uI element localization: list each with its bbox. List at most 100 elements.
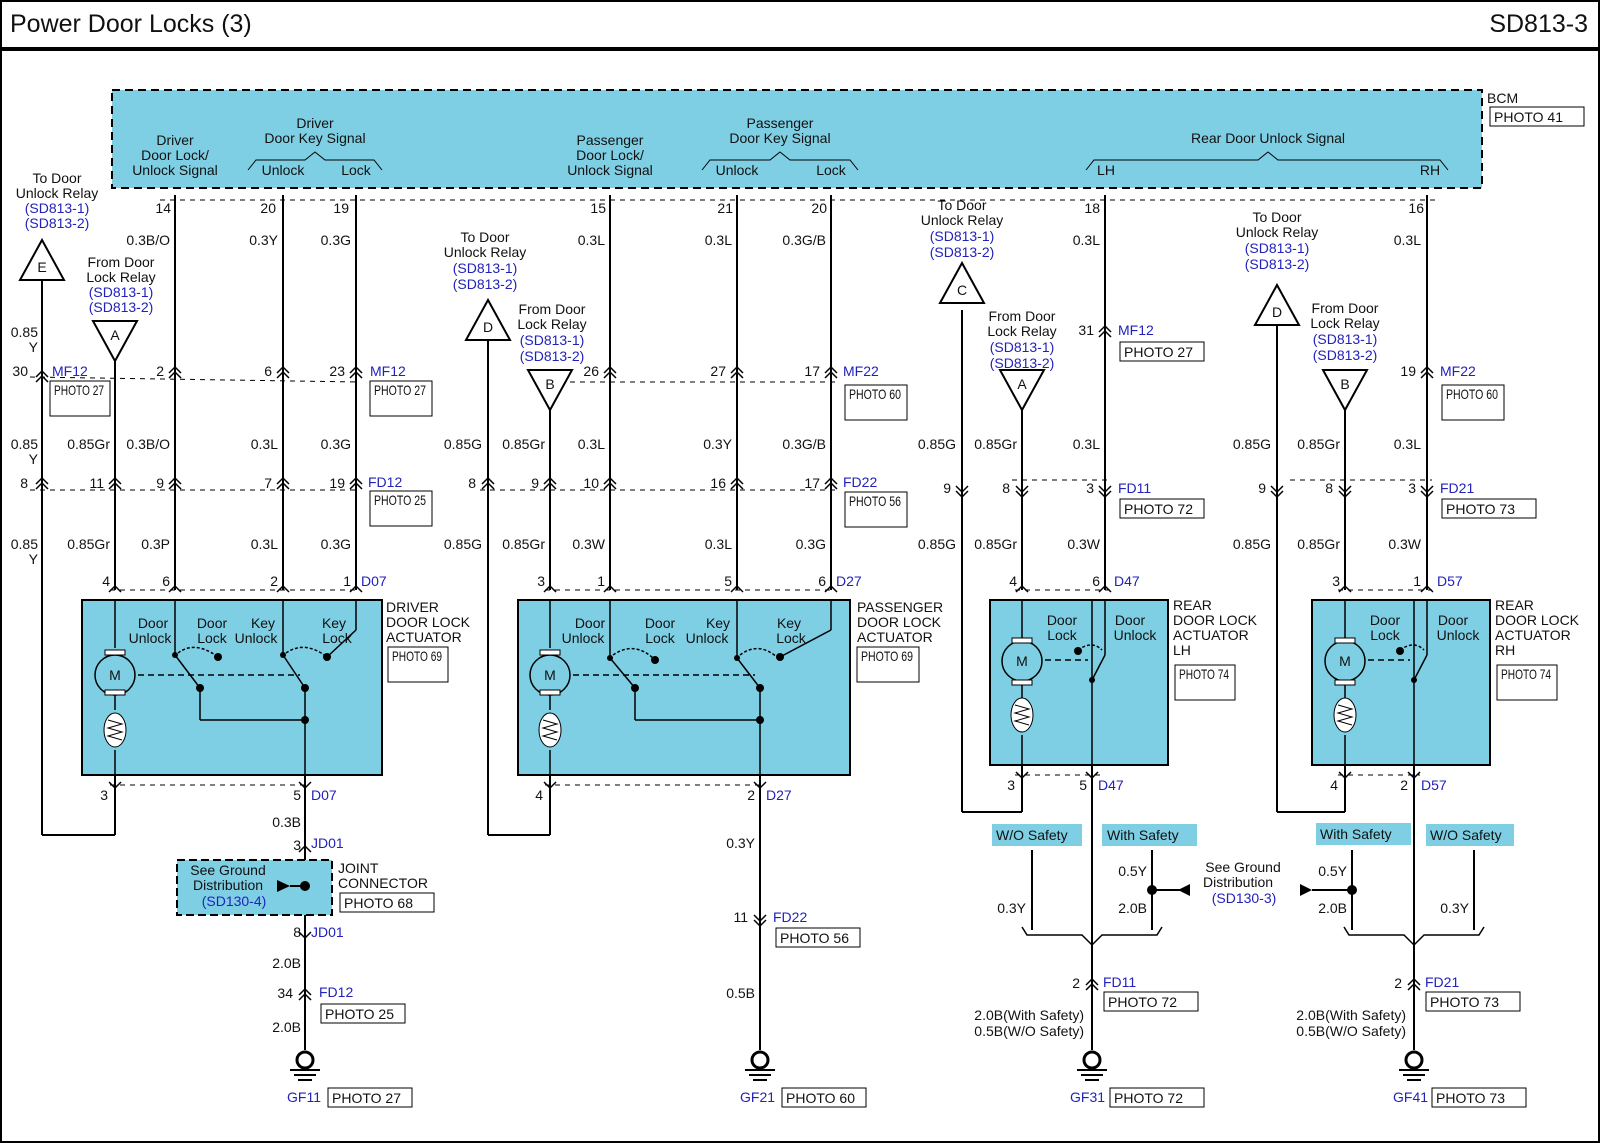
- refs-to_unlock_relay-1: Unlock Relay: [921, 212, 1003, 228]
- connectors-fd12: FD12: [368, 474, 402, 490]
- pins-f4: 4: [535, 787, 543, 803]
- photos-p74: PHOTO 74: [1179, 666, 1229, 682]
- wires-w20b: 2.0B: [272, 955, 301, 971]
- rear-rh-label: RH: [1420, 162, 1440, 178]
- passenger-key-signal-l2: Door Key Signal: [729, 130, 830, 146]
- refs-sd2: (SD813-2): [25, 215, 90, 231]
- pins-p8d: 8: [1325, 480, 1333, 496]
- switch_labels-key: Key: [251, 615, 275, 631]
- photos-p27: PHOTO 27: [332, 1090, 401, 1106]
- refs-from_lock_relay-0: From Door: [519, 301, 586, 317]
- photos-p69: PHOTO 69: [392, 648, 442, 664]
- wires-w7: 0.3L: [1073, 232, 1100, 248]
- refs-D: D: [483, 319, 493, 335]
- wires-w3: 0.3G: [321, 232, 351, 248]
- pins-p16b: 16: [710, 475, 726, 491]
- ground-gf41: GF41: [1393, 1089, 1428, 1105]
- refs-B: B: [1340, 376, 1349, 392]
- wires-w085y: 0.85: [11, 436, 38, 452]
- wires-w085g: 0.85G: [1233, 436, 1271, 452]
- actuators-passenger-1: DOOR LOCK: [857, 614, 942, 630]
- switch_labels-lock: Lock: [1047, 627, 1078, 643]
- pins-b1: 1: [597, 573, 605, 589]
- wires-w085gr: 0.85Gr: [67, 536, 110, 552]
- wires-w6: 0.3G/B: [782, 232, 826, 248]
- wires-w03g: 0.3G: [796, 536, 826, 552]
- driver-key-signal-l2: Door Key Signal: [264, 130, 365, 146]
- switch_labels-lock: Lock: [776, 630, 807, 646]
- ground-dist: Distribution: [193, 877, 263, 893]
- ground-gf21: GF21: [740, 1089, 775, 1105]
- wires-w085gr: 0.85Gr: [974, 536, 1017, 552]
- refs-to_unlock_relay-1: Unlock Relay: [444, 244, 526, 260]
- wires-w085y: 0.85: [11, 536, 38, 552]
- refs-sd2: (SD813-2): [520, 348, 585, 364]
- switch_labels-motor: M: [544, 667, 556, 683]
- wires-w03l: 0.3L: [251, 436, 278, 452]
- actuators-rear_lh-2: ACTUATOR: [1173, 627, 1249, 643]
- pins-a4: 4: [102, 573, 110, 589]
- connectors-d47: D47: [1114, 573, 1140, 589]
- pins-e5: 5: [293, 787, 301, 803]
- switch_labels-door: Door: [1370, 612, 1401, 628]
- pins-p3b: 3: [1408, 480, 1416, 496]
- ground-see: See Ground: [190, 862, 266, 878]
- wires-w03l: 0.3L: [705, 536, 732, 552]
- refs-to_unlock_relay-1: Unlock Relay: [1236, 224, 1318, 240]
- driver-key-signal-l1: Driver: [296, 115, 334, 131]
- passenger-door-lock-actuator: [517, 599, 851, 776]
- connectors-jd01: JD01: [311, 835, 344, 851]
- driver-lock-signal-l1: Driver: [156, 132, 194, 148]
- rear-lh-label: LH: [1097, 162, 1115, 178]
- pins-p17b: 17: [804, 475, 820, 491]
- photos-p72: PHOTO 72: [1114, 1090, 1183, 1106]
- refs-to_unlock_relay-0: To Door: [1252, 209, 1301, 225]
- connectors-d57: D57: [1437, 573, 1463, 589]
- wires-wy: Y: [29, 451, 39, 467]
- wires-w05y: 0.5Y: [1118, 863, 1147, 879]
- photos-p27: PHOTO 27: [54, 382, 104, 398]
- pins-p7: 7: [264, 475, 272, 491]
- wires-w03p: 0.3P: [141, 536, 170, 552]
- passenger-lock-signal-l3: Unlock Signal: [567, 162, 653, 178]
- ground-joint1: JOINT: [338, 860, 379, 876]
- refs-A: A: [110, 327, 120, 343]
- actuators-rear_rh-2: ACTUATOR: [1495, 627, 1571, 643]
- connectors-fd11: FD11: [1118, 480, 1151, 496]
- refs-from_lock_relay-1: Lock Relay: [1310, 315, 1379, 331]
- switch_labels-door: Door: [138, 615, 169, 631]
- refs-to_unlock_relay-0: To Door: [937, 197, 986, 213]
- wires-w8: 0.3L: [1394, 232, 1421, 248]
- switch_labels-unlock: Unlock: [235, 630, 279, 646]
- refs-E: E: [37, 259, 46, 275]
- refs-sd2: (SD813-2): [453, 276, 518, 292]
- wires-w085g: 0.85G: [444, 536, 482, 552]
- pins-p14: 14: [155, 200, 171, 216]
- pins-p18: 18: [1084, 200, 1100, 216]
- pins-a6: 6: [162, 573, 170, 589]
- bcm-photo: PHOTO 41: [1494, 109, 1563, 125]
- pins-p20b: 20: [811, 200, 827, 216]
- switch_labels-key: Key: [777, 615, 801, 631]
- ground-joint2: CONNECTOR: [338, 875, 428, 891]
- wires-w03g: 0.3G: [321, 436, 351, 452]
- pins-a2: 2: [270, 573, 278, 589]
- refs-sd1: (SD813-1): [89, 284, 154, 300]
- with-safety-rh: With Safety: [1320, 826, 1392, 842]
- switch_labels-motor: M: [1339, 653, 1351, 669]
- refs-from_lock_relay-0: From Door: [88, 254, 155, 270]
- ground-sd1304: (SD130-4): [202, 893, 267, 909]
- switch_labels-door: Door: [1438, 612, 1469, 628]
- pins-j8: 8: [293, 924, 301, 940]
- connectors-fd12b: FD12: [319, 984, 353, 1000]
- switch_labels-unlock: Unlock: [129, 630, 173, 646]
- wires-ws1: 2.0B(With Safety): [974, 1007, 1084, 1023]
- connectors-jd01b: JD01: [311, 924, 344, 940]
- refs-to_unlock_relay-0: To Door: [460, 229, 509, 245]
- passenger-lock-signal-l2: Door Lock/: [576, 147, 644, 163]
- photos-p25: PHOTO 25: [374, 492, 426, 508]
- photos-p56: PHOTO 56: [780, 930, 849, 946]
- connectors-d27b: D27: [766, 787, 792, 803]
- wires-w085gr: 0.85Gr: [1297, 536, 1340, 552]
- actuators-rear_rh-3: RH: [1495, 642, 1515, 658]
